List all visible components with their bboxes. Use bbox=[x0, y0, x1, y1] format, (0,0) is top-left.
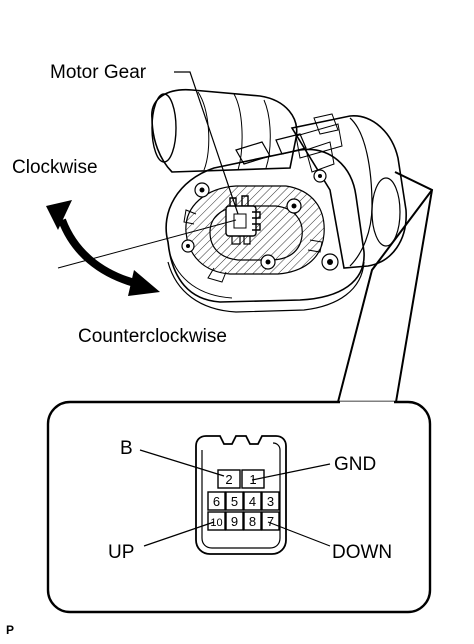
terminal-up-label: UP bbox=[108, 542, 134, 563]
bolt bbox=[181, 239, 195, 253]
pin-10: 10 bbox=[210, 517, 222, 529]
motor-illustration bbox=[151, 88, 407, 313]
motor-gear-leader bbox=[174, 71, 239, 215]
callout-pointer bbox=[394, 171, 434, 403]
terminal-b-label: B bbox=[120, 438, 133, 459]
terminal-b-leader bbox=[139, 449, 225, 477]
terminal-gnd-leader bbox=[251, 463, 331, 481]
bolt bbox=[260, 254, 276, 270]
terminal-down-label: DOWN bbox=[332, 542, 392, 563]
corner-mark: P bbox=[6, 623, 14, 637]
pin-4: 4 bbox=[249, 494, 256, 509]
motor-gear-label: Motor Gear bbox=[50, 62, 147, 83]
bolt bbox=[194, 182, 210, 198]
clockwise-label: Clockwise bbox=[12, 157, 98, 178]
connector: 2 1 6 5 4 3 10 9 8 7 bbox=[195, 435, 287, 555]
pin-2: 2 bbox=[225, 472, 232, 487]
bolt bbox=[321, 253, 339, 271]
bolt bbox=[313, 169, 327, 183]
rotation-arrow-icon bbox=[46, 200, 160, 296]
pin-9: 9 bbox=[231, 514, 238, 529]
counterclockwise-label: Counterclockwise bbox=[78, 326, 227, 347]
callout-pointer-inner bbox=[337, 189, 433, 403]
bolt bbox=[286, 198, 302, 214]
pin-7: 7 bbox=[267, 514, 274, 529]
pin-6: 6 bbox=[213, 494, 220, 509]
pin-5: 5 bbox=[231, 494, 238, 509]
terminal-down-leader bbox=[267, 521, 331, 547]
pin-8: 8 bbox=[249, 514, 256, 529]
pin-3: 3 bbox=[267, 494, 274, 509]
terminal-up-leader bbox=[143, 521, 215, 547]
terminal-gnd-label: GND bbox=[334, 454, 376, 475]
